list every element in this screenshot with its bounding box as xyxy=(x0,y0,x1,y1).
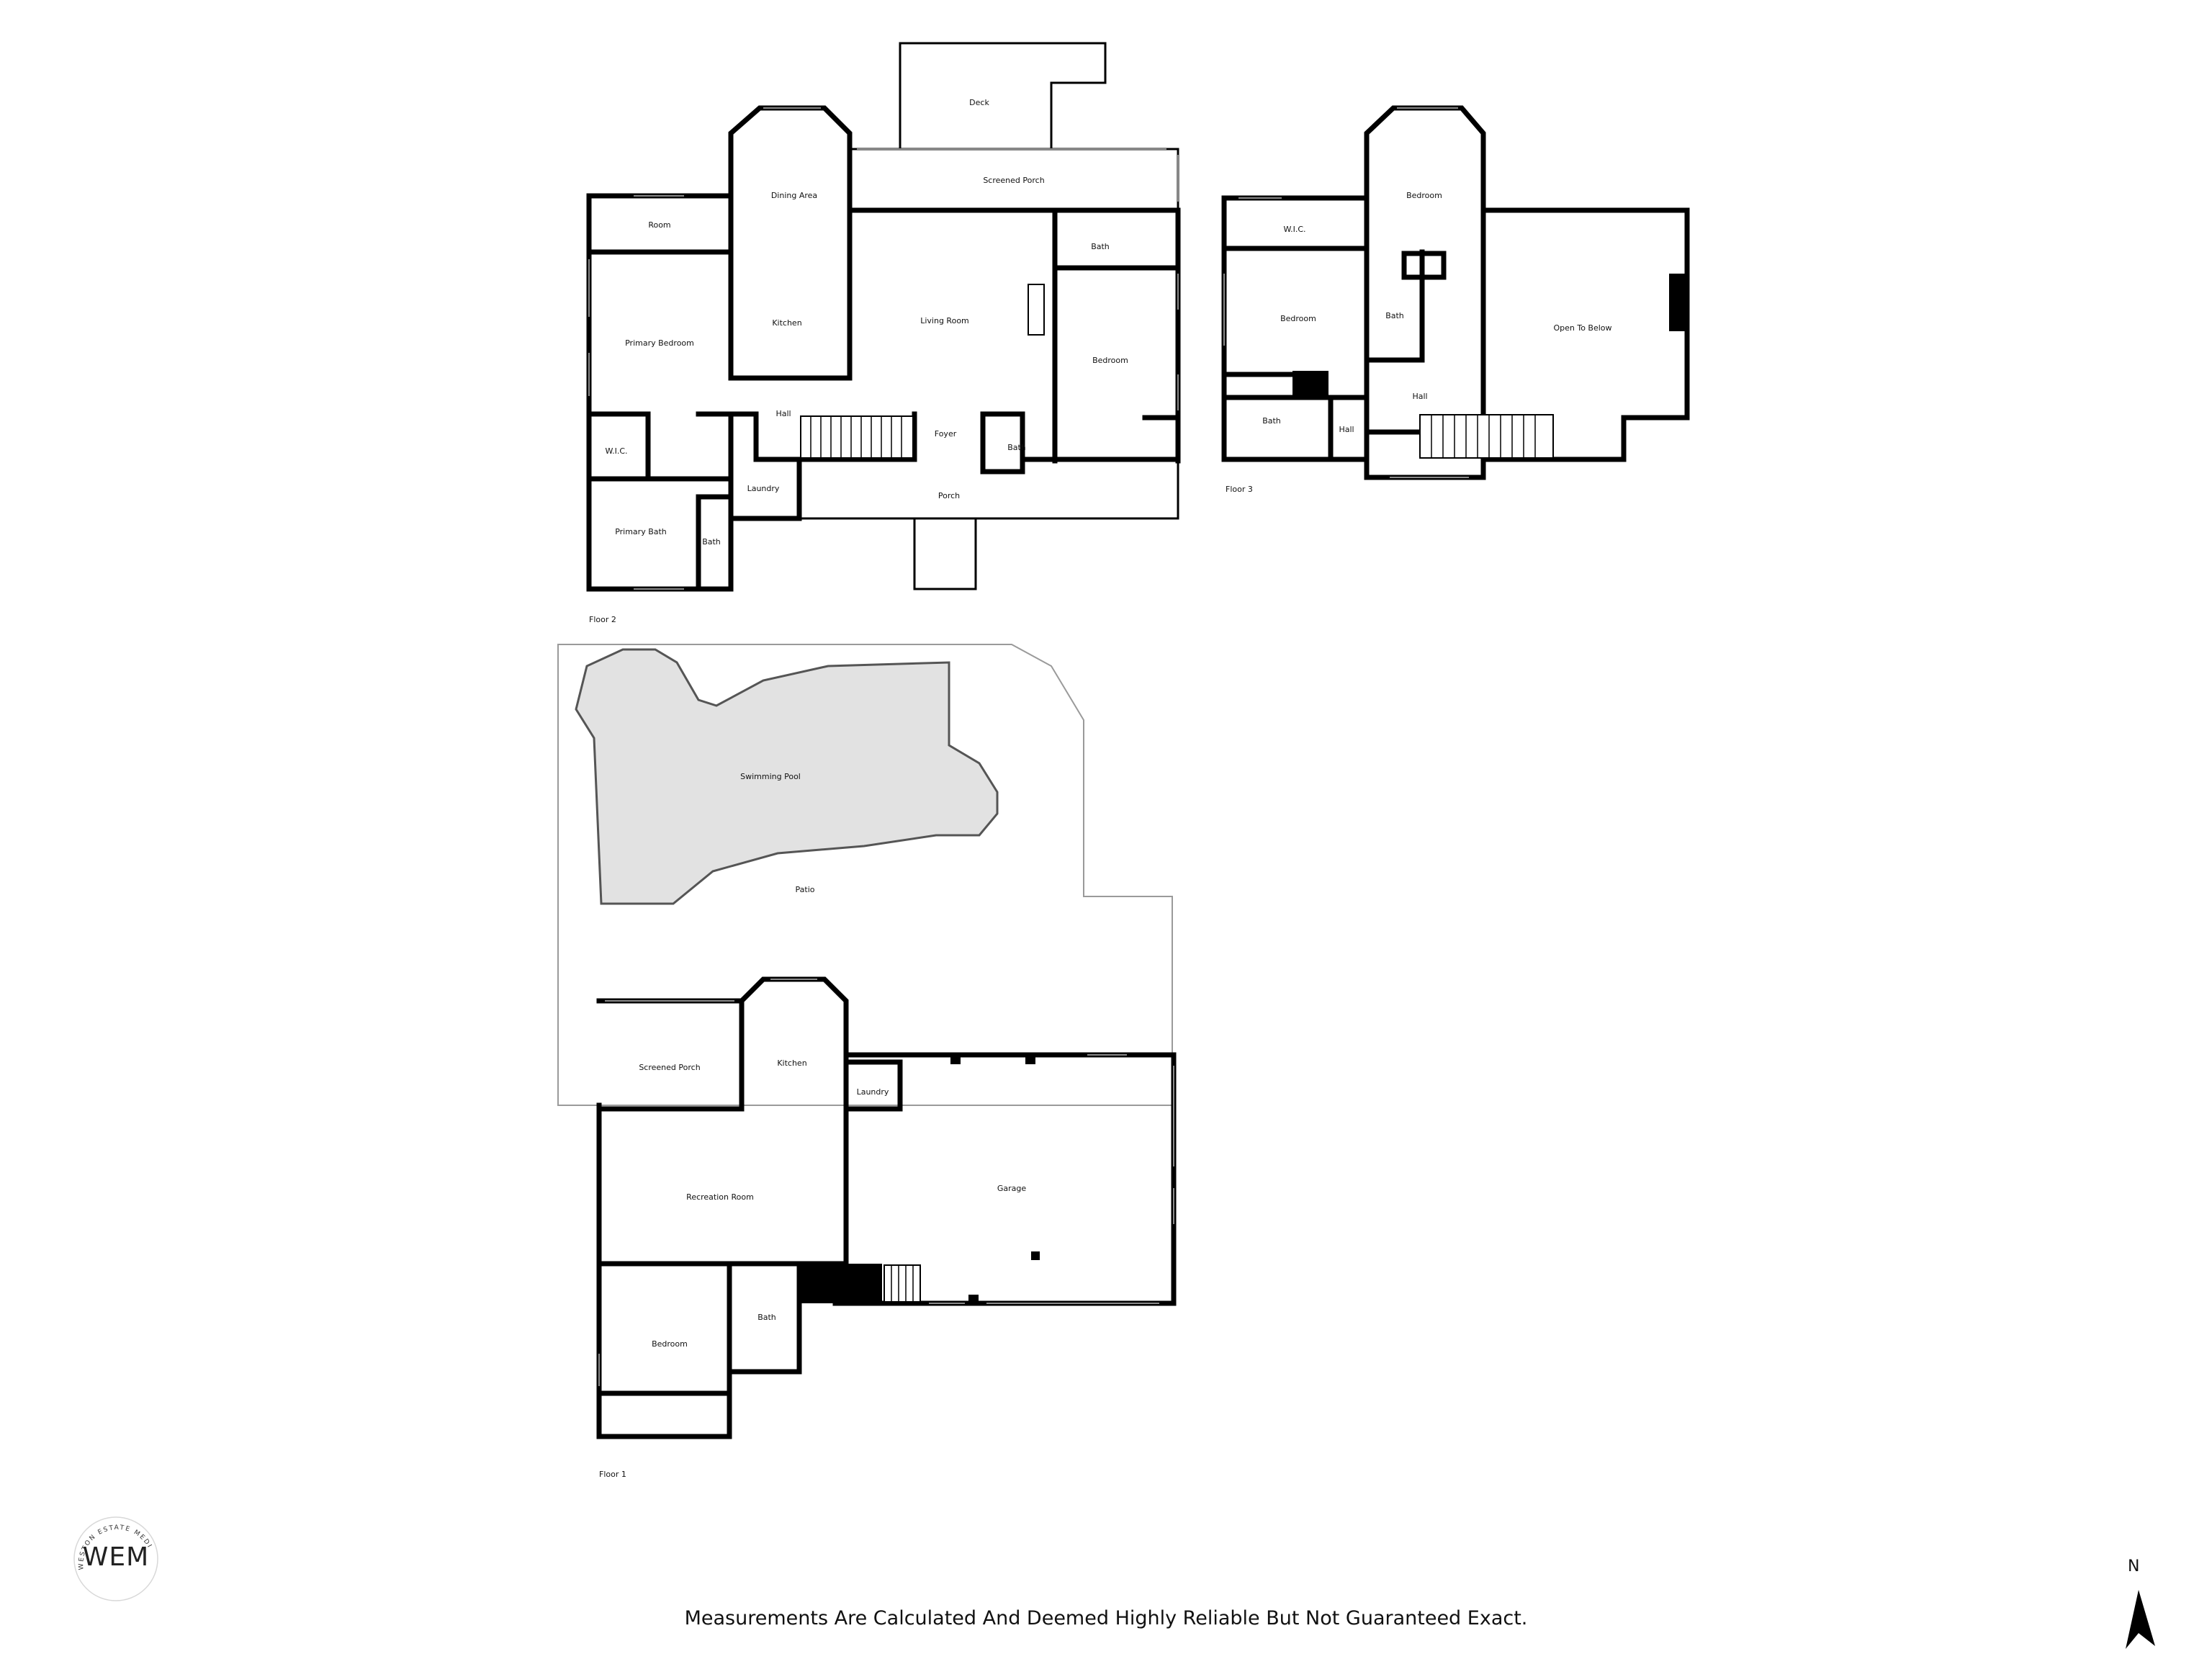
room-label-living-room: Living Room xyxy=(920,316,969,325)
room-label-primary-bath: Primary Bath xyxy=(615,527,667,536)
room-label-wic: W.I.C. xyxy=(605,446,627,456)
disclaimer-text: Measurements Are Calculated And Deemed H… xyxy=(684,1607,1528,1629)
bath-sw-walls xyxy=(1221,395,1370,462)
room-label-kitchen: Kitchen xyxy=(777,1058,806,1068)
laundry-wall xyxy=(728,411,802,521)
weston-estate-media-logo: WESTON ESTATE MEDIA xyxy=(69,1512,158,1601)
room-label-bedroom: Bedroom xyxy=(1406,191,1442,200)
room-label-recreation-room: Recreation Room xyxy=(686,1192,754,1202)
deck-outline xyxy=(899,42,1107,149)
floor-label-3: Floor 3 xyxy=(1226,485,1253,494)
bath-foyer-wall xyxy=(980,411,1025,475)
room-label-bath: Bath xyxy=(702,537,721,547)
room-label-bath: Bath xyxy=(1385,311,1404,320)
dining-bay-wall xyxy=(728,105,853,381)
north-arrow-icon xyxy=(2126,1590,2155,1649)
room-label-porch: Porch xyxy=(938,491,960,500)
floor-2-plan: Deck Screened Porch Dining Area Room Pri… xyxy=(586,42,1181,624)
column xyxy=(950,1057,961,1064)
patio-outline xyxy=(557,644,1173,1106)
room-label-primary-bedroom: Primary Bedroom xyxy=(625,338,694,348)
room-label-laundry: Laundry xyxy=(747,484,780,493)
room-label-open-to-below: Open To Below xyxy=(1553,323,1611,333)
porch-steps xyxy=(913,518,977,590)
room-label-laundry: Laundry xyxy=(857,1087,889,1097)
column xyxy=(1025,1057,1035,1064)
swimming-pool xyxy=(575,648,999,905)
floor-1-west-wall xyxy=(596,1102,802,1439)
fireplace-block xyxy=(1669,274,1685,331)
bedroom-south-wall xyxy=(1020,411,1181,462)
floor-3-plan: Bedroom W.I.C. Bedroom Bath Open To Belo… xyxy=(1221,105,1690,494)
room-label-wic: W.I.C. xyxy=(1283,225,1305,234)
bath-sw-wall xyxy=(696,494,734,592)
hall-mid-wall xyxy=(1364,274,1486,435)
stairs-floor-1 xyxy=(884,1264,921,1303)
kitchen-wall xyxy=(728,207,853,381)
wic-wall xyxy=(1221,195,1370,462)
room-label-room: Room xyxy=(648,220,670,230)
room-label-swimming-pool: Swimming Pool xyxy=(740,772,801,781)
room-label-screened-porch: Screened Porch xyxy=(639,1063,700,1072)
bath-mid-walls xyxy=(1364,249,1447,363)
fireplace-icon xyxy=(1028,284,1045,336)
floor-label-2: Floor 2 xyxy=(589,615,616,624)
room-label-bath: Bath xyxy=(1007,443,1026,452)
room-label-bath: Bath xyxy=(1091,242,1110,251)
room-label-bath: Bath xyxy=(1262,416,1281,426)
room-label-screened-porch: Screened Porch xyxy=(983,176,1044,185)
room-label-dining-area: Dining Area xyxy=(771,191,817,200)
logo-initials: WEM xyxy=(82,1542,150,1572)
room-label-kitchen: Kitchen xyxy=(772,318,801,328)
floor-3-outer-wall xyxy=(1221,195,1690,480)
room-label-bath: Bath xyxy=(757,1313,776,1322)
room-label-patio: Patio xyxy=(796,885,815,894)
floor-label-1: Floor 1 xyxy=(599,1470,626,1479)
room-label-hall: Hall xyxy=(1412,392,1427,401)
chimney-block xyxy=(1292,371,1328,397)
room-label-hall: Hall xyxy=(775,409,791,418)
kitchen-east-wall xyxy=(796,1052,849,1375)
column xyxy=(968,1295,979,1303)
floor-1-plan: Swimming Pool Patio Screened Porch Kitch… xyxy=(557,644,1177,1479)
floor-1-outer-wall xyxy=(739,976,1177,1306)
stairs-floor-3 xyxy=(1419,414,1554,459)
room-label-hall: Hall xyxy=(1339,425,1354,434)
stair-wall xyxy=(796,411,917,462)
room-label-bedroom: Bedroom xyxy=(1092,356,1128,365)
column xyxy=(1031,1251,1040,1260)
room-label-bedroom: Bedroom xyxy=(652,1339,688,1349)
compass-label: N xyxy=(2128,1557,2140,1575)
room-label-deck: Deck xyxy=(969,98,989,107)
laundry-wall xyxy=(843,1059,903,1112)
room-label-foyer: Foyer xyxy=(935,429,957,439)
room-label-bedroom: Bedroom xyxy=(1280,314,1316,323)
stairs-floor-2 xyxy=(800,415,914,459)
room-label-garage: Garage xyxy=(997,1184,1027,1193)
porch-outline xyxy=(799,459,1179,520)
mechanical-block xyxy=(799,1264,882,1303)
